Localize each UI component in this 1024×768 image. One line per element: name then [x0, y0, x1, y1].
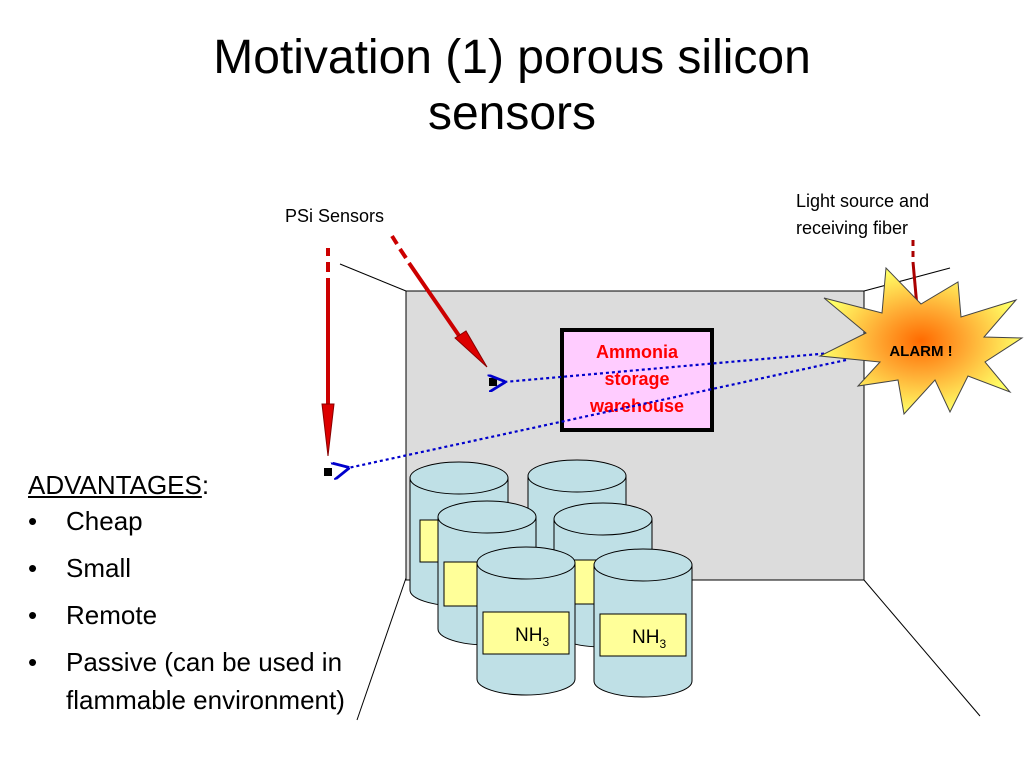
tank-label: NH3 — [632, 627, 666, 651]
advantages-list: Cheap Small Remote Passive (can be used … — [28, 506, 358, 719]
tank: NH3 — [593, 548, 693, 698]
alarm-label: ALARM ! — [889, 343, 952, 360]
optical-path-wall — [504, 350, 843, 382]
sensor-floor — [324, 468, 332, 476]
page-title: Motivation (1) porous silicon sensors — [0, 30, 1024, 142]
warehouse-label-line2: storage — [604, 369, 669, 389]
page-title-line1: Motivation (1) porous silicon — [213, 31, 811, 84]
alarm-starburst: ALARM ! — [818, 266, 1024, 416]
light-source-label-line1: Light source and — [796, 191, 930, 211]
warehouse-label-line1: Ammonia — [596, 342, 679, 362]
light-source-label-line2: receiving fiber — [796, 218, 909, 238]
sensor-pointer-vertical — [321, 248, 335, 457]
advantage-item: Remote — [28, 600, 358, 630]
tank-label: NH3 — [515, 625, 549, 649]
light-source-label: Light source and receiving fiber — [796, 188, 996, 242]
starburst-shape — [818, 266, 1024, 416]
tank: NH3 — [476, 546, 576, 696]
warehouse-sign: Ammonia storage warehouse — [560, 328, 714, 432]
psi-sensors-label: PSi Sensors — [285, 206, 385, 226]
advantages-section: ADVANTAGES: Cheap Small Remote Passive (… — [28, 470, 358, 736]
warehouse-label-line3: warehouse — [589, 396, 684, 416]
advantages-heading: ADVANTAGES: — [28, 470, 210, 500]
sensor-wall — [489, 378, 497, 386]
optical-path-floor — [348, 358, 847, 468]
sensor-pointer-diagonal — [390, 234, 488, 368]
page-title-line2: sensors — [427, 87, 597, 140]
advantage-item: Passive (can be used in flammable enviro… — [28, 643, 358, 719]
advantage-item: Cheap — [28, 506, 358, 536]
room-perspective-lines — [339, 263, 981, 721]
ammonia-tanks: NH3 NH3 — [409, 459, 693, 698]
advantage-item: Small — [28, 553, 358, 583]
